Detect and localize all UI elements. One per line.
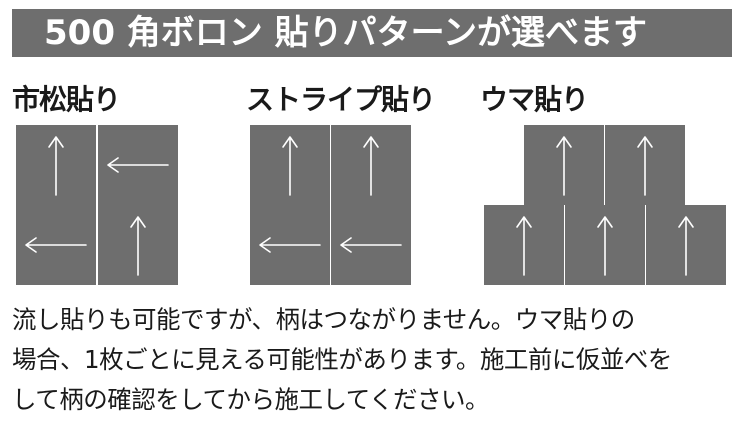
note-text: 流し貼りも可能ですが、柄はつながりません。ウマ貼りの 場合、1枚ごとに見える可能…: [12, 305, 672, 414]
tile: [565, 205, 645, 285]
arrow-up-icon: [556, 136, 572, 196]
tile: [605, 125, 685, 205]
arrow-left-icon: [107, 157, 169, 173]
pattern-label-ichimatsu: 市松貼り: [12, 83, 121, 116]
tile: [646, 205, 726, 285]
tile: [98, 125, 178, 205]
arrow-left-icon: [259, 237, 321, 253]
tile: [16, 125, 96, 205]
pattern-label-uma: ウマ貼り: [480, 83, 589, 116]
arrow-up-icon: [130, 216, 146, 276]
page-title: 500 角ボロン 貼りパターンが選べます: [12, 9, 732, 57]
tile: [16, 205, 96, 285]
arrow-up-icon: [637, 136, 653, 196]
arrow-left-icon: [340, 237, 402, 253]
tile: [524, 125, 604, 205]
arrow-up-icon: [282, 136, 298, 196]
arrow-up-icon: [516, 216, 532, 276]
arrow-up-icon: [48, 136, 64, 196]
arrow-left-icon: [25, 237, 87, 253]
arrow-up-icon: [597, 216, 613, 276]
arrow-up-icon: [363, 136, 379, 196]
pattern-label-stripe: ストライプ貼り: [246, 83, 436, 116]
arrow-up-icon: [678, 216, 694, 276]
tile: [98, 205, 178, 285]
tile: [484, 205, 564, 285]
tile: [331, 205, 411, 285]
tile: [250, 125, 330, 205]
tile: [331, 125, 411, 205]
tile: [250, 205, 330, 285]
